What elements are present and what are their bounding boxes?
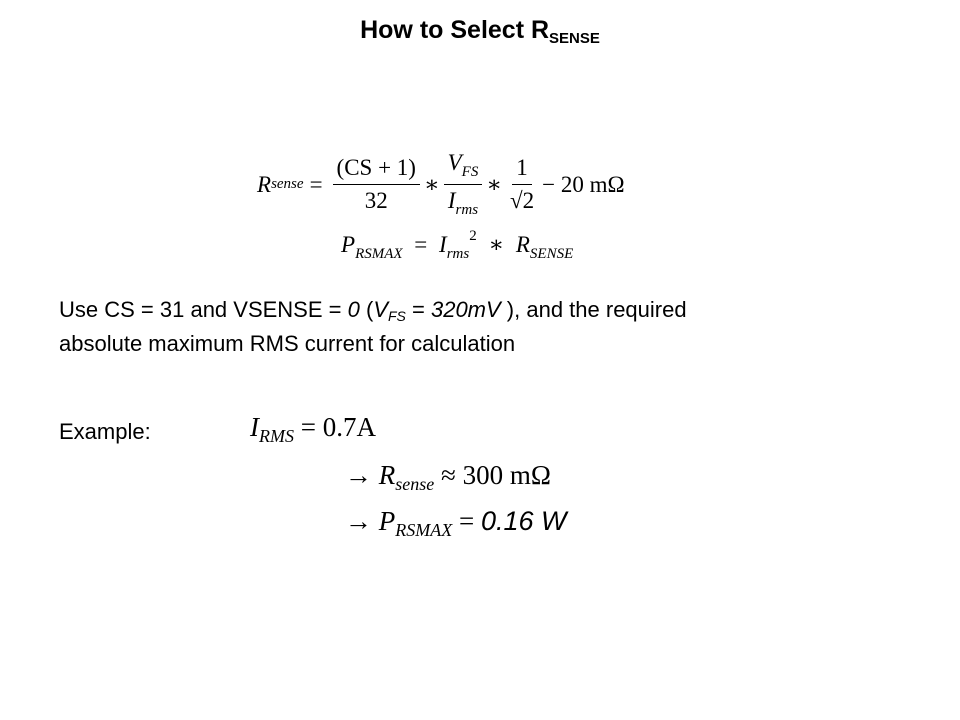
example-prsmax: → PRSMAX = 0.16 W — [345, 506, 567, 540]
example-rsense: → Rsense ≈ 300 mΩ — [345, 460, 551, 494]
instructions-text: Use CS = 31 and VSENSE = 0 (VFS = 320mV … — [59, 297, 687, 356]
example-irms: IRMS = 0.7A — [250, 412, 376, 446]
prsmax-formula: PRSMAX = Irms2 ∗ RSENSE — [341, 228, 574, 262]
slide-title: How to Select RSENSE — [360, 16, 600, 47]
example-label: Example: — [59, 419, 151, 444]
